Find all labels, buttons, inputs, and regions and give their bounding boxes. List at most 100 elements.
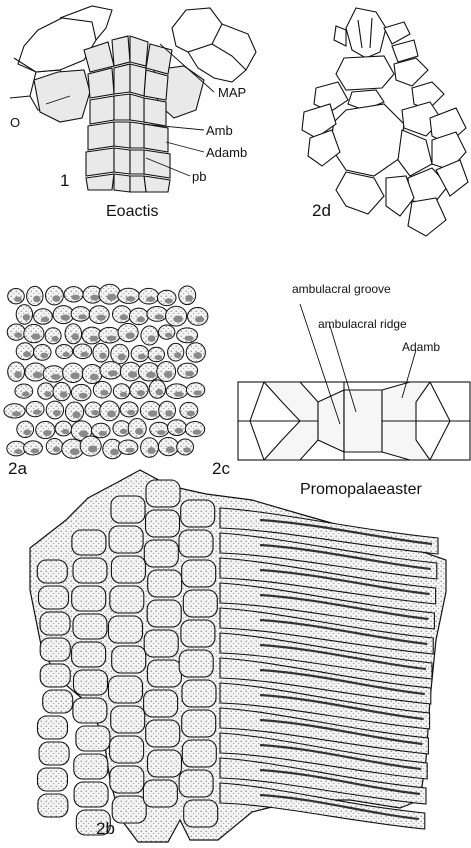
- granule: [149, 380, 165, 398]
- skeletal-plate: [109, 526, 143, 553]
- skeletal-plate: [73, 698, 107, 723]
- granule: [180, 402, 198, 418]
- granule: [16, 305, 32, 325]
- label-adamb: Adamb: [206, 146, 247, 159]
- granule: [93, 343, 109, 362]
- skeletal-plate: [147, 600, 181, 627]
- skeletal-plate: [146, 480, 180, 507]
- skeletal-plate: [37, 560, 67, 583]
- granule: [89, 306, 109, 324]
- skeletal-plate: [40, 638, 70, 661]
- skeletal-plate: [144, 630, 178, 657]
- skeletal-plate: [181, 620, 215, 647]
- granule: [53, 306, 74, 324]
- granule: [113, 421, 130, 436]
- skeletal-plate: [73, 558, 107, 583]
- granule: [34, 309, 53, 324]
- label-map: MAP: [218, 86, 246, 99]
- granule: [139, 288, 159, 304]
- granule: [129, 308, 148, 325]
- granule: [24, 324, 44, 342]
- label-o: O: [10, 116, 20, 129]
- skeletal-plate: [72, 586, 106, 611]
- skeletal-plate: [110, 736, 144, 763]
- granule: [99, 327, 120, 343]
- granule: [34, 345, 51, 361]
- figure-number-2c: 2c: [212, 460, 230, 477]
- skeletal-plate: [111, 706, 145, 733]
- skeletal-plate: [40, 612, 70, 635]
- granule: [65, 324, 82, 344]
- skeletal-plate: [112, 796, 146, 823]
- skeletal-plate: [73, 614, 107, 639]
- granule: [53, 382, 70, 400]
- genus-label-eoactis: Eoactis: [106, 204, 158, 220]
- skeletal-plate: [110, 766, 144, 793]
- granule: [16, 343, 34, 360]
- label-pb: pb: [192, 170, 206, 183]
- skeletal-plate: [39, 586, 69, 609]
- skeletal-plate: [112, 646, 146, 673]
- skeletal-plate: [74, 670, 108, 695]
- granule: [46, 439, 63, 455]
- granule: [113, 384, 130, 399]
- granule: [159, 401, 176, 419]
- granule: [46, 286, 64, 305]
- label-amb: Amb: [206, 124, 233, 137]
- granule: [111, 344, 129, 364]
- granule: [36, 421, 55, 438]
- skeletal-plate: [182, 680, 216, 707]
- skeletal-plate: [179, 770, 213, 797]
- granule: [17, 421, 34, 437]
- figure-number-2a: 2a: [8, 460, 27, 477]
- skeletal-plate: [146, 510, 180, 537]
- granule: [158, 438, 178, 456]
- figure-number-2b: 2b: [96, 820, 115, 837]
- granule: [140, 401, 161, 419]
- granule: [93, 381, 111, 398]
- skeletal-plate: [182, 710, 216, 737]
- granule: [100, 362, 122, 379]
- granule: [157, 290, 176, 305]
- skeletal-plate: [43, 690, 73, 713]
- granule: [188, 308, 208, 326]
- label-adamb-2c: Adamb: [402, 341, 440, 353]
- granule: [120, 362, 141, 381]
- skeletal-plate: [148, 570, 182, 597]
- skeletal-plate: [38, 768, 68, 791]
- skeletal-plate: [147, 660, 181, 687]
- skeletal-plate: [184, 800, 218, 827]
- skeletal-plate: [146, 720, 180, 747]
- granule: [26, 401, 44, 416]
- skeletal-plate: [143, 780, 177, 807]
- granule: [8, 289, 25, 304]
- granule: [27, 286, 43, 305]
- granule: [118, 324, 138, 342]
- skeletal-plate: [74, 782, 108, 807]
- granule: [45, 328, 61, 344]
- granule: [7, 324, 25, 340]
- skeletal-plate: [111, 496, 145, 523]
- figure-number-1: 1: [60, 172, 69, 189]
- label-ambulacral-groove: ambulacral groove: [292, 283, 391, 295]
- granule: [131, 346, 149, 362]
- skeletal-plate: [148, 750, 182, 777]
- figure-number-2d: 2d: [312, 202, 331, 219]
- granule: [65, 402, 83, 422]
- granule: [8, 362, 25, 381]
- skeletal-plate: [144, 690, 178, 717]
- skeletal-plate: [72, 642, 106, 667]
- skeletal-plate: [72, 530, 106, 555]
- skeletal-plate: [179, 530, 213, 557]
- granule: [71, 384, 91, 400]
- skeletal-plate: [40, 664, 70, 687]
- granule: [43, 366, 64, 382]
- granule: [141, 438, 159, 458]
- skeletal-plate: [109, 676, 143, 703]
- granule: [130, 382, 148, 399]
- granule: [113, 306, 132, 323]
- granule: [141, 326, 158, 345]
- granule: [38, 383, 54, 399]
- skeletal-plate: [39, 742, 69, 765]
